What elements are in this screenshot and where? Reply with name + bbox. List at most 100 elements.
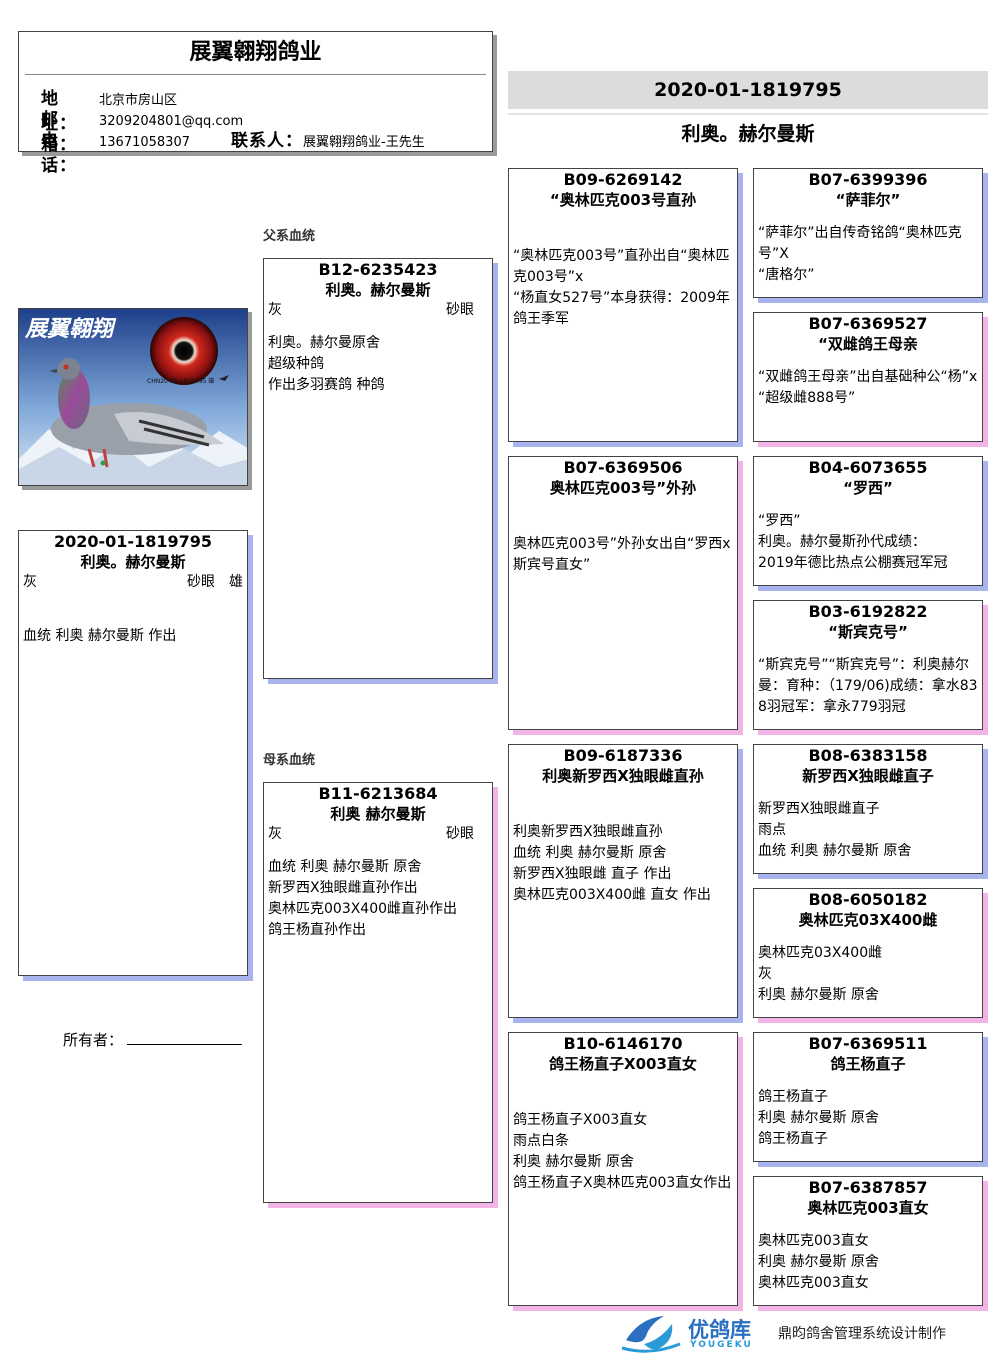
footer: 优鸽库 YOUGEKU 鼎昀鸽舍管理系统设计制作 bbox=[620, 1310, 990, 1354]
header-divider bbox=[25, 74, 486, 75]
ggp-notes: 奥林匹克03X400雌 灰 利奥 赫尔曼斯 原舍 bbox=[758, 945, 883, 1003]
dam-notes: 血统 利奥 赫尔曼斯 原舍 新罗西X独眼雌直孙作出 奥林匹克003X400雌直孙… bbox=[268, 859, 458, 938]
brand-logo-icon bbox=[621, 1316, 681, 1353]
ggp-card[interactable]: B08-6050182 奥林匹克03X400雌 奥林匹克03X400雌 灰 利奥… bbox=[753, 888, 983, 1018]
dam-attrs: 灰 砂眼 bbox=[264, 824, 492, 845]
ggp-card[interactable]: B07-6399396 “萨菲尔” “萨菲尔”出自传奇铭鸽“奥林匹克号”X “唐… bbox=[753, 168, 983, 298]
ggp-notes: 鸽王杨直子 利奥 赫尔曼斯 原舍 鸽王杨直子 bbox=[758, 1089, 879, 1147]
gp-ring: B09-6187336 bbox=[563, 746, 683, 765]
header-ring-number: 2020-01-1819795 bbox=[508, 71, 988, 109]
subject-attrs: 灰 砂眼 雄 bbox=[19, 572, 247, 593]
address-value: 北京市房山区 bbox=[99, 93, 178, 108]
subject-notes: 血统 利奥 赫尔曼斯 作出 bbox=[23, 628, 177, 644]
owner-field: 所有者： bbox=[63, 1029, 243, 1050]
ggp-notes: “罗西” 利奥。赫尔曼斯孙代成绩： 2019年德比热点公棚赛冠军冠 bbox=[758, 513, 948, 571]
ggp-name: 新罗西X独眼雌直子 bbox=[802, 767, 934, 785]
grandsire-dam-card[interactable]: B09-6187336 利奥新罗西X独眼雌直孙 利奥新罗西X独眼雌直孙 血统 利… bbox=[508, 744, 738, 1018]
phone-label: 电 话： bbox=[41, 131, 77, 176]
ggp-ring: B07-6387857 bbox=[808, 1178, 928, 1197]
ggp-notes: 新罗西X独眼雌直子 雨点 血统 利奥 赫尔曼斯 原舍 bbox=[758, 801, 912, 859]
gp-notes: 利奥新罗西X独眼雌直孙 血统 利奥 赫尔曼斯 原舍 新罗西X独眼雌 直子 作出 … bbox=[513, 824, 711, 903]
ggp-notes: “萨菲尔”出自传奇铭鸽“奥林匹克号”X “唐格尔” bbox=[758, 225, 962, 283]
subject-name: 利奥。赫尔曼斯 bbox=[80, 553, 186, 571]
ggp-name: 奥林匹克003直女 bbox=[807, 1199, 929, 1217]
email-label: 邮 箱： bbox=[41, 110, 77, 155]
ggp-card[interactable]: B07-6387857 奥林匹克003直女 奥林匹克003直女 利奥 赫尔曼斯 … bbox=[753, 1176, 983, 1306]
contact-value: 展翼翱翔鸽业-王先生 bbox=[303, 135, 425, 150]
subject-card[interactable]: 2020-01-1819795 利奥。赫尔曼斯 灰 砂眼 雄 血统 利奥 赫尔曼… bbox=[18, 530, 248, 976]
sire-card[interactable]: B12-6235423 利奥。赫尔曼斯 灰 砂眼 利奥。赫尔曼原舍 超级种鸽 作… bbox=[263, 258, 493, 679]
sire-name: 利奥。赫尔曼斯 bbox=[325, 281, 431, 299]
dam-eye: 砂眼 bbox=[446, 826, 474, 842]
system-credit: 鼎昀鸽舍管理系统设计制作 bbox=[778, 1326, 946, 1342]
ggp-card[interactable]: B03-6192822 “斯宾克号” “斯宾克号”“斯宾克号”：利奥赫尔曼：育种… bbox=[753, 600, 983, 730]
pigeon-illustration bbox=[19, 309, 247, 485]
ggp-ring: B08-6383158 bbox=[808, 746, 928, 765]
owner-label: 所有者： bbox=[63, 1031, 124, 1049]
ggp-name: “斯宾克号” bbox=[828, 623, 908, 641]
sire-color: 灰 bbox=[268, 302, 282, 318]
ggp-card[interactable]: B04-6073655 “罗西” “罗西” 利奥。赫尔曼斯孙代成绩： 2019年… bbox=[753, 456, 983, 586]
subject-sex: 雄 bbox=[229, 574, 243, 590]
subject-color: 灰 bbox=[23, 574, 37, 590]
sire-line-label: 父系血统 bbox=[263, 229, 316, 244]
brand-name: 优鸽库 bbox=[688, 1318, 751, 1342]
sire-attrs: 灰 砂眼 bbox=[264, 300, 492, 321]
sire-eye: 砂眼 bbox=[446, 302, 474, 318]
ggp-ring: B03-6192822 bbox=[808, 602, 928, 621]
gp-ring: B10-6146170 bbox=[563, 1034, 683, 1053]
dam-name: 利奥 赫尔曼斯 bbox=[330, 805, 426, 823]
ggp-ring: B07-6369511 bbox=[808, 1034, 928, 1053]
ggp-name: 鸽王杨直子 bbox=[830, 1055, 906, 1073]
grandsire-sire-card[interactable]: B09-6269142 “奥林匹克003号直孙 “奥林匹克003号”直孙出自“奥… bbox=[508, 168, 738, 442]
email-value: 3209204801@qq.com bbox=[99, 114, 244, 129]
subject-ring: 2020-01-1819795 bbox=[53, 532, 212, 551]
granddam-dam-card[interactable]: B10-6146170 鸽王杨直子X003直女 鸽王杨直子X003直女 雨点白条… bbox=[508, 1032, 738, 1306]
header-pigeon-name: 利奥。赫尔曼斯 bbox=[681, 123, 815, 145]
ggp-card[interactable]: B07-6369511 鸽王杨直子 鸽王杨直子 利奥 赫尔曼斯 原舍 鸽王杨直子 bbox=[753, 1032, 983, 1162]
photo-logo-text: 展翼翱翔 bbox=[25, 316, 114, 342]
dam-ring: B11-6213684 bbox=[318, 784, 438, 803]
ggp-name: “萨菲尔” bbox=[835, 191, 901, 209]
sire-notes: 利奥。赫尔曼原舍 超级种鸽 作出多羽赛鸽 种鸽 bbox=[268, 335, 385, 393]
granddam-sire-card[interactable]: B07-6369506 奥林匹克003号”外孙 奥林匹克003号”外孙女出自“罗… bbox=[508, 456, 738, 730]
company-info-box: 展翼翱翔鸽业 地 址： 北京市房山区 邮 箱： 3209204801@qq.co… bbox=[18, 31, 493, 176]
dam-color: 灰 bbox=[268, 826, 282, 842]
owner-blank-line bbox=[127, 1031, 243, 1045]
brand-subtitle: YOUGEKU bbox=[690, 1340, 753, 1350]
phone-value: 13671058307 bbox=[99, 135, 190, 150]
ggp-name: “罗西” bbox=[843, 479, 893, 497]
gp-notes: 奥林匹克003号”外孙女出自“罗西x斯宾号直女” bbox=[513, 536, 731, 573]
ggp-notes: “双雌鸽王母亲”出自基础种公“杨”x “超级雌888号” bbox=[758, 369, 978, 406]
sire-ring: B12-6235423 bbox=[318, 260, 438, 279]
gp-ring: B07-6369506 bbox=[563, 458, 683, 477]
ggp-notes: “斯宾克号”“斯宾克号”：利奥赫尔曼：育种：（179/06)成绩：拿水838羽冠… bbox=[758, 657, 978, 715]
subject-eye: 砂眼 bbox=[187, 574, 215, 590]
dam-line-label: 母系血统 bbox=[263, 753, 316, 768]
company-details: 地 址： 北京市房山区 邮 箱： 3209204801@qq.com 电 话： … bbox=[41, 84, 244, 176]
gp-ring: B09-6269142 bbox=[563, 170, 683, 189]
dam-card[interactable]: B11-6213684 利奥 赫尔曼斯 灰 砂眼 血统 利奥 赫尔曼斯 原舍 新… bbox=[263, 782, 493, 1203]
address-label: 地 址： bbox=[41, 89, 77, 134]
pigeon-photo: 展翼翱翔 CHN20-01-1819795 雄 bbox=[18, 308, 248, 486]
contact-line: 联系人： 展翼翱翔鸽业-王先生 bbox=[231, 126, 425, 151]
company-name: 展翼翱翔鸽业 bbox=[189, 40, 322, 65]
ggp-ring: B07-6369527 bbox=[808, 314, 928, 333]
gp-name: 鸽王杨直子X003直女 bbox=[549, 1055, 697, 1073]
ggp-name: “双雌鸽王母亲 bbox=[818, 335, 918, 353]
ggp-name: 奥林匹克03X400雌 bbox=[798, 911, 938, 929]
gp-name: 奥林匹克003号”外孙 bbox=[549, 479, 697, 497]
photo-caption: CHN20-01-1819795 雄 bbox=[147, 378, 215, 385]
ggp-notes: 奥林匹克003直女 利奥 赫尔曼斯 原舍 奥林匹克003直女 bbox=[758, 1233, 879, 1291]
ggp-ring: B04-6073655 bbox=[808, 458, 928, 477]
gp-name: 利奥新罗西X独眼雌直孙 bbox=[542, 767, 704, 785]
ggp-card[interactable]: B07-6369527 “双雌鸽王母亲 “双雌鸽王母亲”出自基础种公“杨”x “… bbox=[753, 312, 983, 442]
ggp-card[interactable]: B08-6383158 新罗西X独眼雌直子 新罗西X独眼雌直子 雨点 血统 利奥… bbox=[753, 744, 983, 874]
ggp-ring: B08-6050182 bbox=[808, 890, 928, 909]
gp-notes: 鸽王杨直子X003直女 雨点白条 利奥 赫尔曼斯 原舍 鸽王杨直子X奥林匹克00… bbox=[513, 1112, 732, 1191]
gp-name: “奥林匹克003号直孙 bbox=[549, 191, 697, 209]
header-rule bbox=[508, 113, 988, 115]
ggp-ring: B07-6399396 bbox=[808, 170, 928, 189]
gp-notes: “奥林匹克003号”直孙出自“奥林匹克003号”x “杨直女527号”本身获得：… bbox=[513, 248, 730, 327]
contact-label: 联系人： bbox=[231, 131, 303, 151]
